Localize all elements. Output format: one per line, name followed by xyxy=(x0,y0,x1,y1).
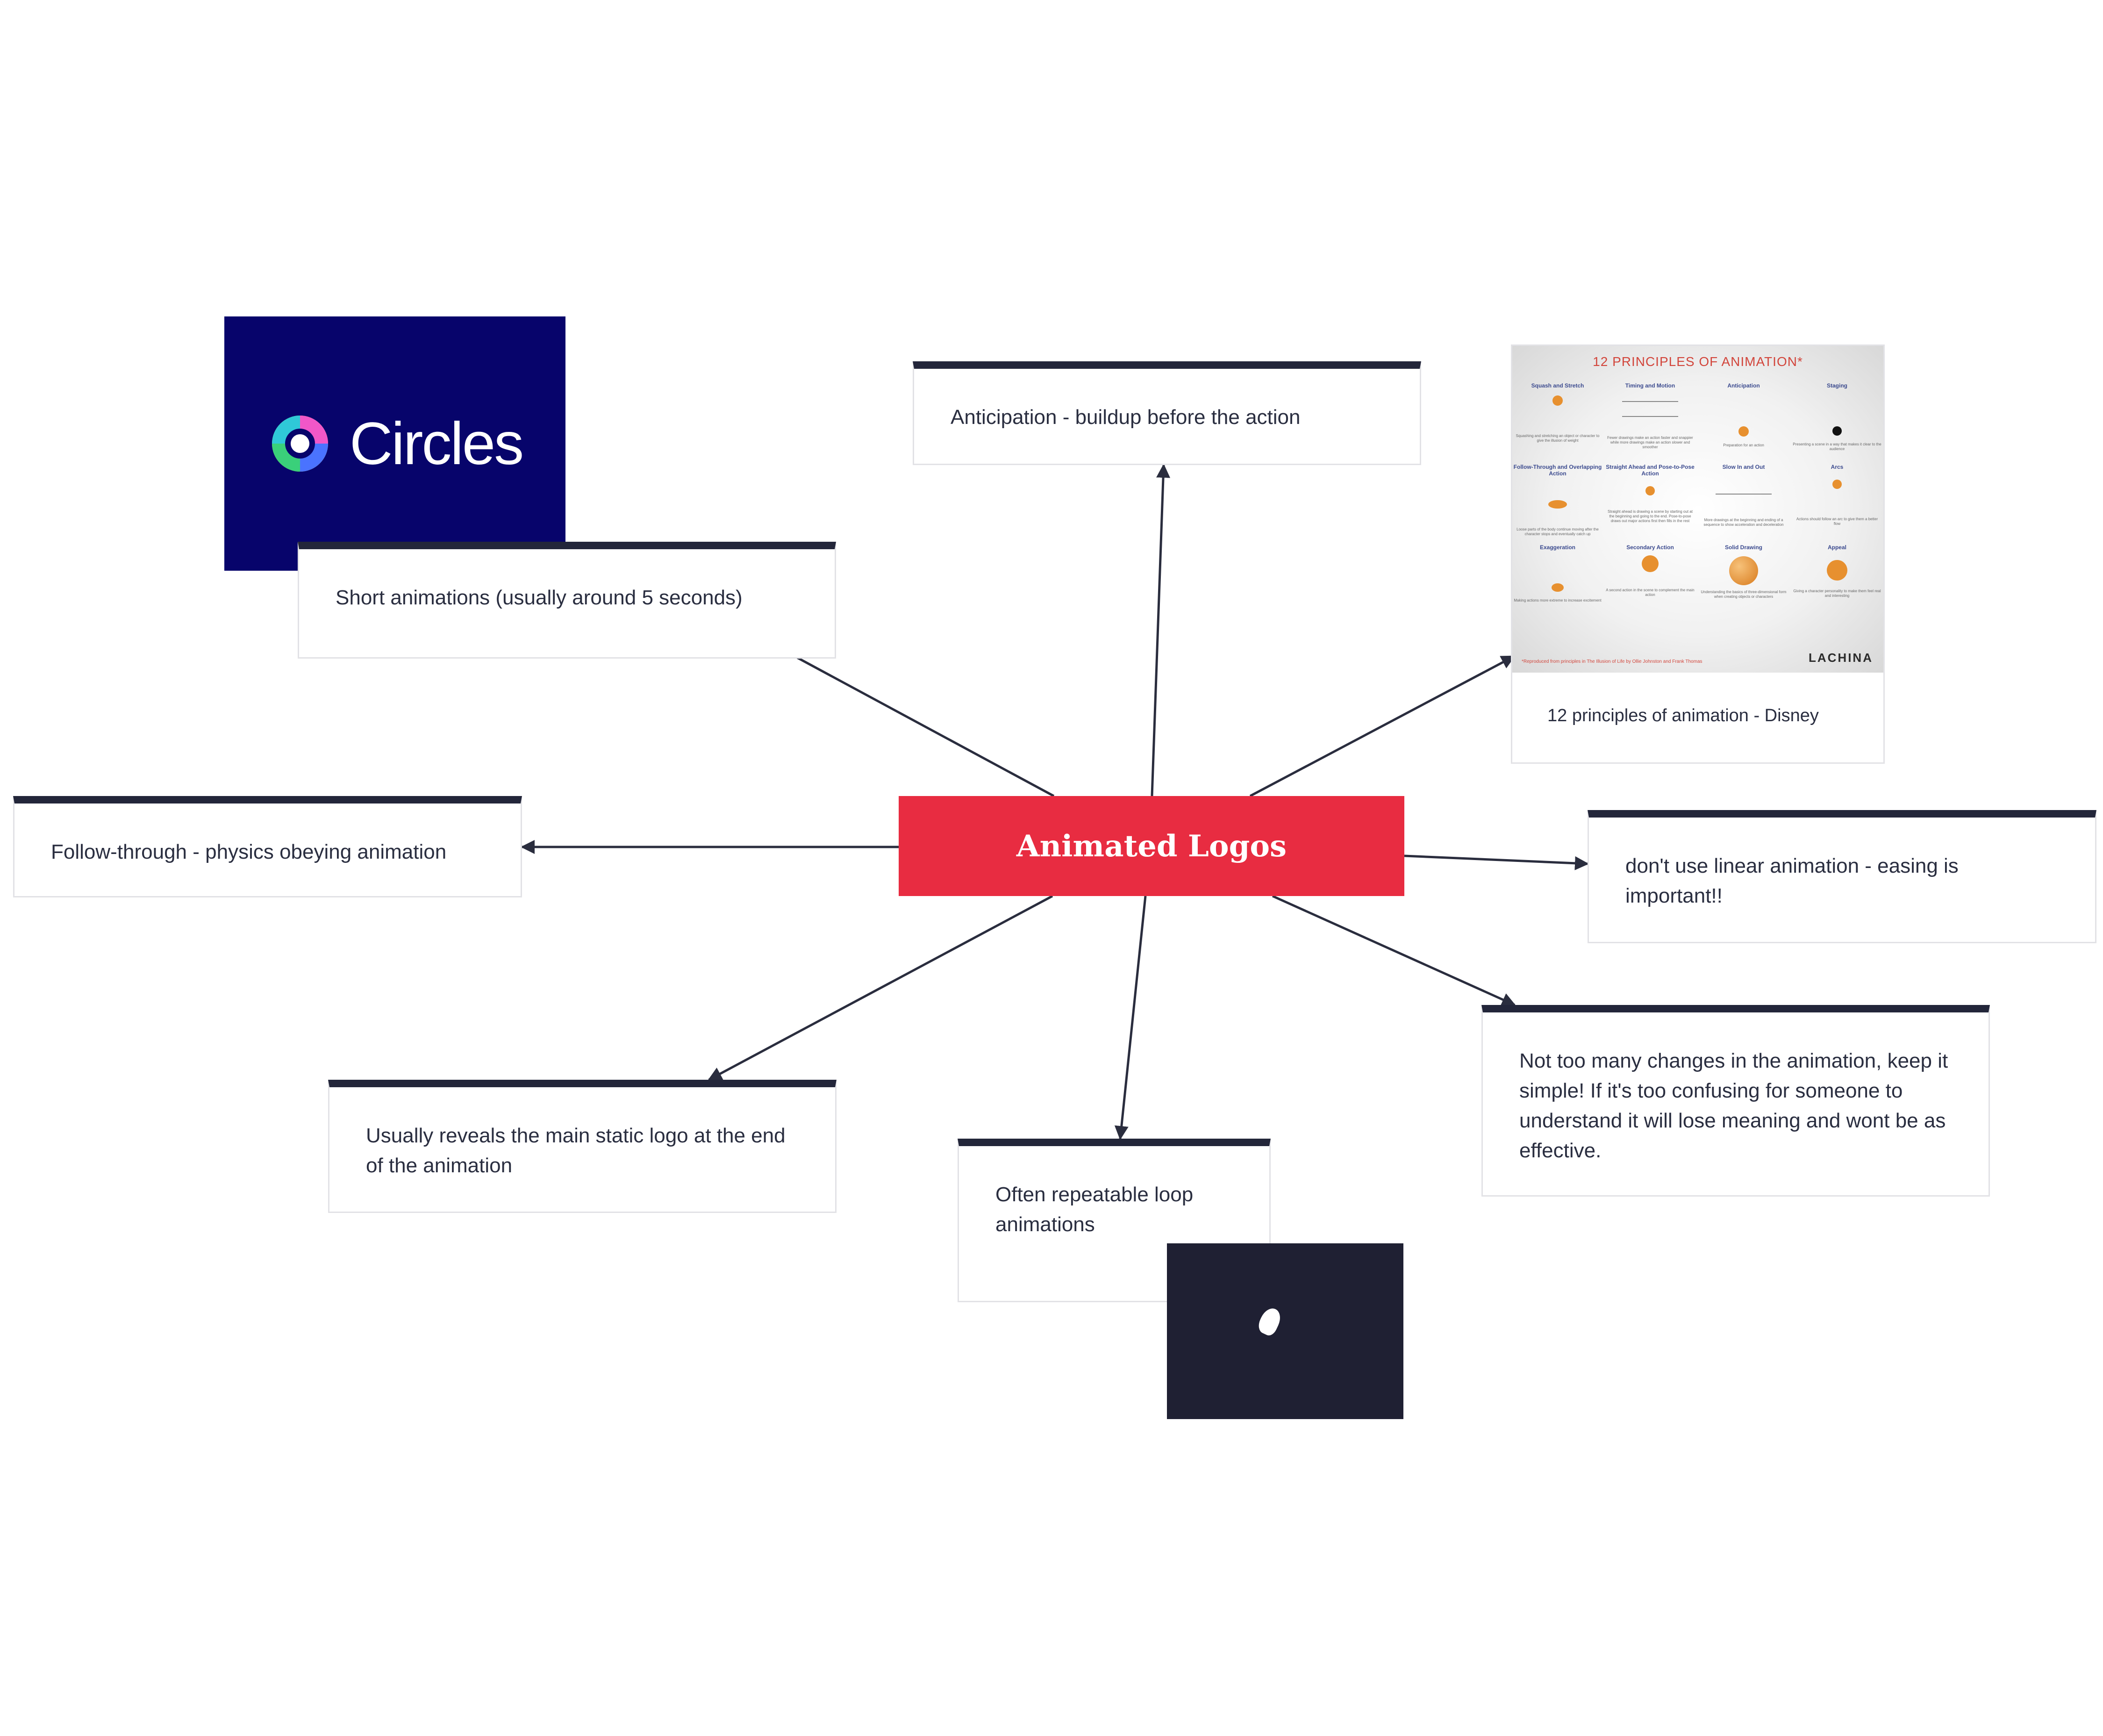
principle-desc: Squashing and stretching an object or ch… xyxy=(1516,434,1600,443)
connector-anticipation xyxy=(1151,464,1171,796)
principle-desc: Understanding the basics of three-dimens… xyxy=(1701,590,1787,599)
principles-caption: 12 principles of animation - Disney xyxy=(1547,706,1819,725)
principle-ball-icon xyxy=(1832,426,1842,436)
loop-animation-thumbnail xyxy=(1167,1243,1403,1419)
principle-cell: Anticipation Preparation for an action xyxy=(1699,382,1788,448)
principle-timeline-icon xyxy=(1622,401,1678,402)
connector-short xyxy=(796,656,1055,797)
card-short-animations[interactable]: Short animations (usually around 5 secon… xyxy=(298,542,836,659)
principle-desc: Presenting a scene in a way that makes i… xyxy=(1793,442,1881,451)
central-node-title: Animated Logos xyxy=(1016,828,1287,864)
principle-ball-icon xyxy=(1552,395,1563,406)
card-follow-text: Follow-through - physics obeying animati… xyxy=(51,840,447,863)
principle-heading: Squash and Stretch xyxy=(1531,382,1584,389)
circles-logo-image: Circles xyxy=(224,316,565,571)
principle-cell: Arcs Actions should follow an arc to giv… xyxy=(1793,464,1881,526)
principle-ball-icon xyxy=(1827,560,1847,581)
card-simple-text: Not too many changes in the animation, k… xyxy=(1519,1049,1948,1162)
principle-desc: Straight ahead is drawing a scene by sta… xyxy=(1608,509,1693,523)
card-keep-simple[interactable]: Not too many changes in the animation, k… xyxy=(1481,1005,1990,1197)
principle-heading: Staging xyxy=(1827,382,1847,389)
principle-cell: Straight Ahead and Pose-to-Pose Action S… xyxy=(1606,464,1695,524)
principle-cell: Staging Presenting a scene in a way that… xyxy=(1793,382,1881,452)
principle-desc: Giving a character personality to make t… xyxy=(1793,589,1881,598)
principle-heading: Timing and Motion xyxy=(1625,382,1675,389)
principle-cell: Follow-Through and Overlapping Action Lo… xyxy=(1513,464,1602,537)
principle-cell: Squash and Stretch Squashing and stretch… xyxy=(1513,382,1602,443)
connector-linear xyxy=(1404,854,1589,870)
principle-cell: Slow In and Out More drawings at the beg… xyxy=(1699,464,1788,527)
connector-simple xyxy=(1272,895,1516,1006)
principle-timeline-icon xyxy=(1716,494,1772,495)
principle-heading: Straight Ahead and Pose-to-Pose Action xyxy=(1606,464,1695,477)
principle-desc: A second action in the scene to compleme… xyxy=(1606,588,1695,597)
principles-title: 12 PRINCIPLES OF ANIMATION* xyxy=(1593,354,1803,369)
lachina-logo: LACHINA xyxy=(1809,651,1873,665)
principle-heading: Solid Drawing xyxy=(1724,544,1762,551)
central-node[interactable]: Animated Logos xyxy=(899,796,1404,896)
principle-cell: Solid Drawing Understanding the basics o… xyxy=(1699,544,1788,599)
principle-heading: Arcs xyxy=(1831,464,1844,470)
card-anticipation-text: Anticipation - buildup before the action xyxy=(951,406,1301,429)
principle-cell: Timing and Motion Fewer drawings make an… xyxy=(1606,382,1695,450)
card-reveals-text: Usually reveals the main static logo at … xyxy=(366,1124,786,1177)
connector-loop xyxy=(1114,896,1147,1140)
card-loop-text: Often repeatable loop animations xyxy=(995,1183,1194,1236)
principle-ball-icon xyxy=(1548,500,1567,509)
card-reveals-logo[interactable]: Usually reveals the main static logo at … xyxy=(328,1080,837,1213)
principle-ball-icon xyxy=(1645,486,1655,495)
card-short-text: Short animations (usually around 5 secon… xyxy=(336,586,743,609)
circles-mark-icon xyxy=(272,416,328,472)
principle-desc: Preparation for an action xyxy=(1723,443,1764,447)
principle-heading: Follow-Through and Overlapping Action xyxy=(1513,464,1602,477)
principle-heading: Appeal xyxy=(1827,544,1846,551)
principle-heading: Exaggeration xyxy=(1539,544,1576,551)
card-principles[interactable]: 12 PRINCIPLES OF ANIMATION* Squash and S… xyxy=(1511,344,1885,764)
card-linear-text: don't use linear animation - easing is i… xyxy=(1625,854,1959,907)
connector-reveals xyxy=(708,895,1053,1081)
card-follow-through[interactable]: Follow-through - physics obeying animati… xyxy=(13,796,522,897)
principle-heading: Secondary Action xyxy=(1626,544,1674,551)
card-loop-animations[interactable]: Often repeatable loop animations xyxy=(958,1139,1271,1302)
circles-logo-word: Circles xyxy=(349,410,524,477)
principle-desc: More drawings at the beginning and endin… xyxy=(1703,518,1784,527)
principle-desc: Fewer drawings make an action faster and… xyxy=(1607,436,1693,449)
principles-footnote: *Reproduced from principles in The Illus… xyxy=(1522,659,1702,664)
card-linear-animation[interactable]: don't use linear animation - easing is i… xyxy=(1588,810,2096,943)
principle-desc: Loose parts of the body continue moving … xyxy=(1516,527,1599,536)
principle-timeline-icon xyxy=(1622,416,1678,417)
principle-heading: Slow In and Out xyxy=(1722,464,1765,470)
principle-cell: Appeal Giving a character personality to… xyxy=(1793,544,1881,598)
connector-principles xyxy=(1249,655,1516,797)
principle-cell: Exaggeration Making actions more extreme… xyxy=(1513,544,1602,603)
principles-image: 12 PRINCIPLES OF ANIMATION* Squash and S… xyxy=(1512,346,1883,673)
principle-sphere-icon xyxy=(1729,556,1758,585)
principle-desc: Making actions more extreme to increase … xyxy=(1514,598,1602,603)
principle-ball-icon xyxy=(1832,480,1842,489)
principle-ball-icon xyxy=(1642,555,1659,572)
principle-heading: Anticipation xyxy=(1727,382,1760,389)
principle-ball-icon xyxy=(1738,426,1749,437)
loop-blob-shape xyxy=(1255,1305,1284,1338)
card-anticipation[interactable]: Anticipation - buildup before the action xyxy=(913,361,1421,465)
principle-desc: Actions should follow an arc to give the… xyxy=(1796,517,1878,526)
principle-cell: Secondary Action A second action in the … xyxy=(1606,544,1695,597)
principle-ball-icon xyxy=(1552,583,1564,592)
